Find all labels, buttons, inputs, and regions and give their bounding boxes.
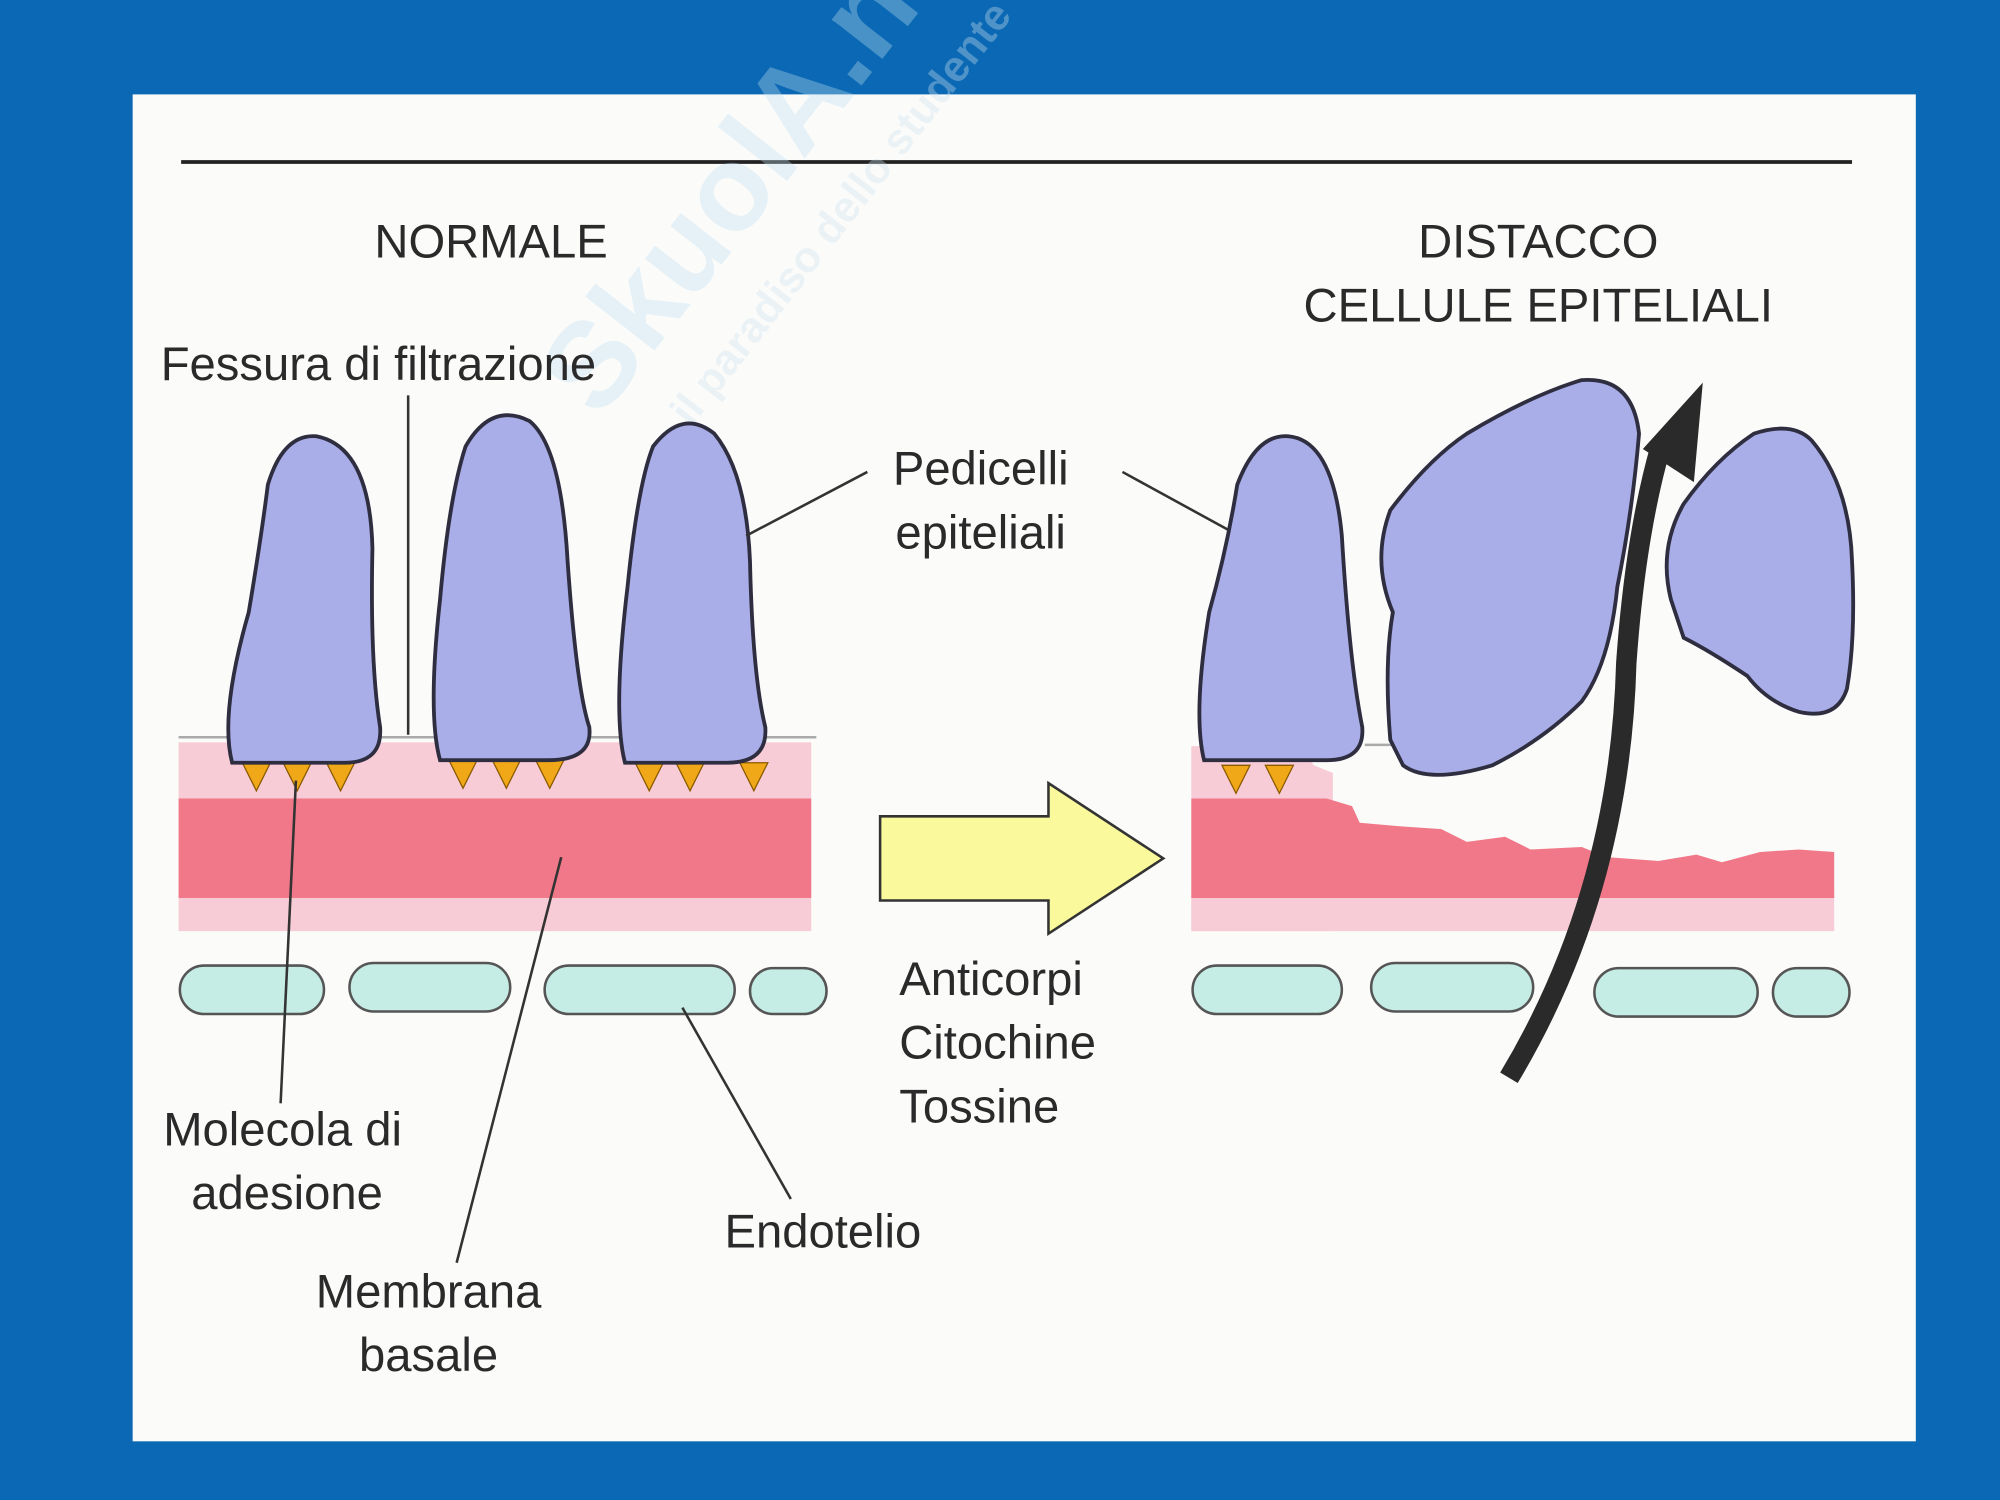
detached-cell xyxy=(1664,426,1856,716)
label-filtration-slit: Fessura di filtrazione xyxy=(161,338,596,391)
left-title: NORMALE xyxy=(374,216,607,269)
foot-process xyxy=(1197,434,1365,763)
foot-process xyxy=(226,434,383,765)
right-title-1: DISTACCO xyxy=(1418,216,1658,269)
label-cause-3: Tossine xyxy=(899,1080,1059,1133)
adhesion-molecules-remaining xyxy=(1220,764,1295,795)
leader-lines xyxy=(279,470,1245,1264)
label-membrana-1: Membrana xyxy=(316,1265,542,1318)
podocytes-detaching xyxy=(1197,378,1856,777)
label-pedicelli-1: Pedicelli xyxy=(893,443,1069,496)
detached-cell xyxy=(1379,378,1641,777)
endothelium-normal xyxy=(178,961,828,1016)
foot-process xyxy=(431,413,592,763)
basement-membrane-damaged xyxy=(1191,746,1835,932)
label-molecola-1: Molecola di xyxy=(163,1103,402,1156)
label-cause-1: Anticorpi xyxy=(899,953,1083,1006)
label-endotelio: Endotelio xyxy=(724,1205,921,1258)
right-title-2: CELLULE EPITELIALI xyxy=(1304,279,1773,332)
transition-arrow-icon xyxy=(878,780,1166,937)
basement-membrane-normal xyxy=(178,735,817,932)
label-molecola-2: adesione xyxy=(191,1167,383,1220)
podocyte-foot-processes-normal xyxy=(226,413,768,765)
label-cause-2: Citochine xyxy=(899,1017,1096,1070)
foot-process xyxy=(617,421,768,765)
detachment-arrow-icon xyxy=(1500,382,1703,1084)
endothelium-damaged xyxy=(1191,961,1851,1018)
label-membrana-2: basale xyxy=(359,1329,498,1382)
adhesion-molecules-normal xyxy=(241,759,769,793)
label-pedicelli-2: epiteliali xyxy=(895,506,1066,559)
